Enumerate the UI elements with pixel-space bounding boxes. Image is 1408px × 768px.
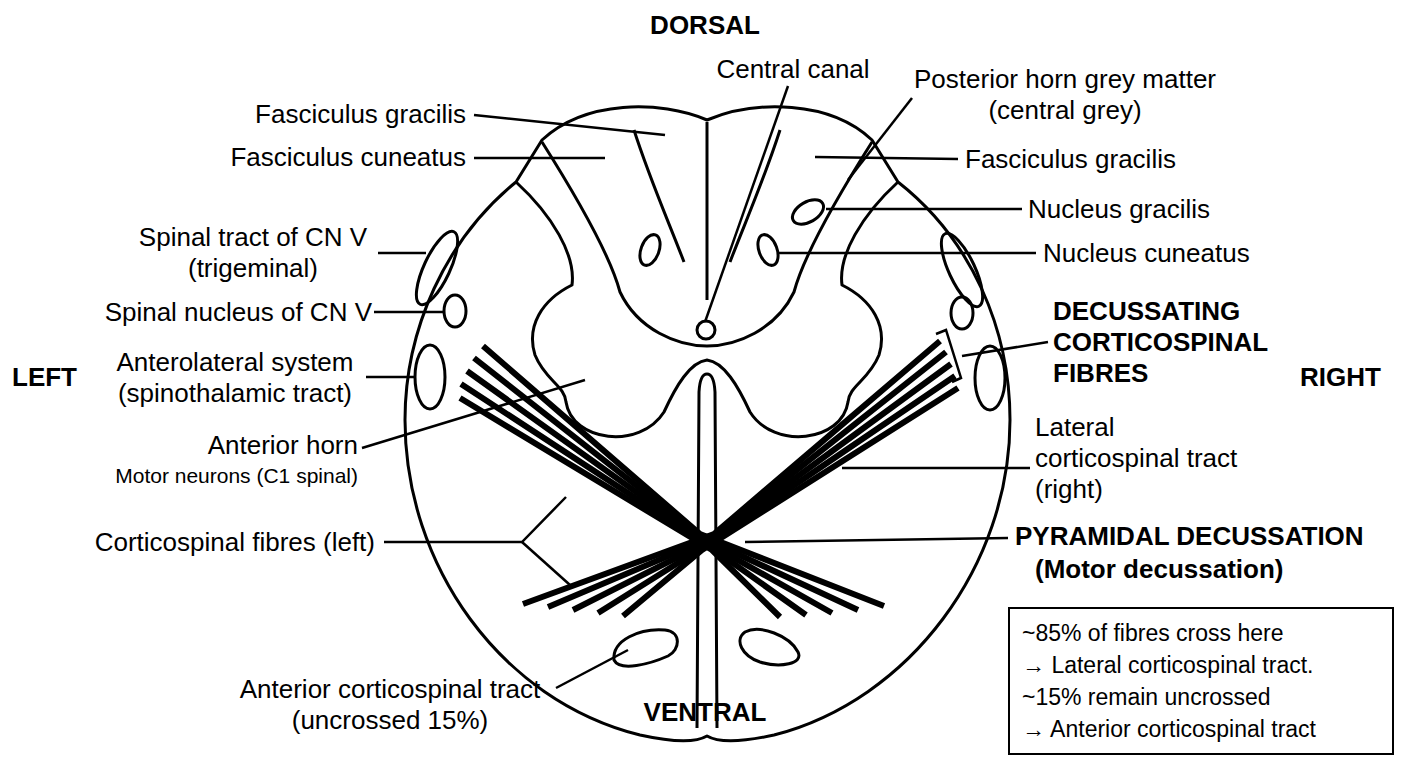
- spinothalamic-tract: [415, 345, 445, 409]
- structure-label: Nucleus cuneatus: [1043, 238, 1343, 269]
- emphasis-label: (Motor decussation): [1035, 554, 1365, 585]
- leader-line: [378, 252, 426, 255]
- note-text: → Lateral corticospinal tract.: [1022, 649, 1380, 681]
- leader-line: [826, 208, 1022, 211]
- note-text: → Anterior corticospinal tract: [1022, 713, 1380, 745]
- leader-line: [362, 380, 585, 448]
- note-text: ~85% of fibres cross here: [1022, 617, 1380, 649]
- leader-line: [842, 467, 1030, 470]
- trigeminal-tract: [933, 228, 990, 311]
- corticospinal-fibre: [573, 364, 951, 610]
- orientation-label: LEFT: [12, 362, 112, 393]
- corticospinal-fibre: [623, 388, 958, 616]
- corticospinal-fibre: [598, 376, 955, 613]
- leader-line: [745, 538, 1008, 542]
- structure-label: Spinal nucleus of CN V: [72, 297, 372, 328]
- structure-label: Spinal tract of CN V (trigeminal): [128, 222, 378, 284]
- fibre-bracket: [936, 330, 961, 382]
- leader-line: [778, 252, 1036, 255]
- nucleus-gracilis: [788, 195, 827, 229]
- trigeminal-tract: [408, 226, 465, 309]
- leader-line: [705, 86, 788, 322]
- anterior-corticospinal-tract: [614, 630, 677, 666]
- leader-line: [374, 311, 445, 314]
- corticospinal-fibre: [548, 352, 946, 607]
- corticospinal-fibre: [523, 341, 940, 604]
- leader-line: [384, 497, 566, 542]
- structure-label: Anterior corticospinal tract (uncrossed …: [225, 674, 555, 736]
- leader-line: [556, 650, 628, 688]
- trigeminal-nucleus: [444, 295, 466, 327]
- leader-line: [474, 157, 605, 160]
- orientation-label: VENTRAL: [555, 697, 855, 728]
- note-text: ~15% remain uncrossed: [1022, 681, 1380, 713]
- cord-outline: [405, 107, 1010, 741]
- structure-sublabel: Motor neurons (C1 spinal): [8, 460, 358, 491]
- leader-line: [366, 376, 415, 379]
- dorsal-median-septum: [706, 122, 709, 300]
- orientation-label: DORSAL: [555, 10, 855, 41]
- anterior-corticospinal-tract: [740, 629, 799, 664]
- structure-label: Central canal: [693, 54, 893, 85]
- structure-label: Anterolateral system (spinothalamic trac…: [105, 347, 365, 409]
- emphasis-label: DECUSSATING CORTICOSPINAL FIBRES: [1053, 296, 1293, 389]
- structure-label: Anterior horn: [58, 430, 358, 461]
- orientation-label: RIGHT: [1300, 362, 1400, 393]
- central-canal: [697, 321, 715, 339]
- structure-label: Fasciculus cuneatus: [166, 142, 466, 173]
- nucleus-cuneatus: [754, 232, 782, 268]
- spinothalamic-tract: [975, 346, 1005, 410]
- leader-line: [962, 342, 1048, 356]
- structure-label: Posterior horn grey matter (central grey…: [905, 64, 1225, 126]
- structure-label: Fasciculus gracilis: [166, 99, 466, 130]
- nucleus-cuneatus: [636, 232, 664, 268]
- emphasis-label: PYRAMIDAL DECUSSATION: [1015, 521, 1395, 552]
- structure-label: Lateral corticospinal tract (right): [1035, 412, 1250, 505]
- structure-label: Nucleus gracilis: [1028, 194, 1328, 225]
- trigeminal-nucleus: [951, 297, 973, 329]
- leader-line: [815, 157, 958, 159]
- leader-line: [474, 115, 665, 135]
- structure-label: Corticospinal fibres (left): [25, 527, 375, 558]
- leader-line: [522, 542, 570, 585]
- leader-line: [848, 98, 912, 180]
- note-box: ~85% of fibres cross here→ Lateral corti…: [1008, 607, 1394, 755]
- structure-label: Fasciculus gracilis: [965, 144, 1265, 175]
